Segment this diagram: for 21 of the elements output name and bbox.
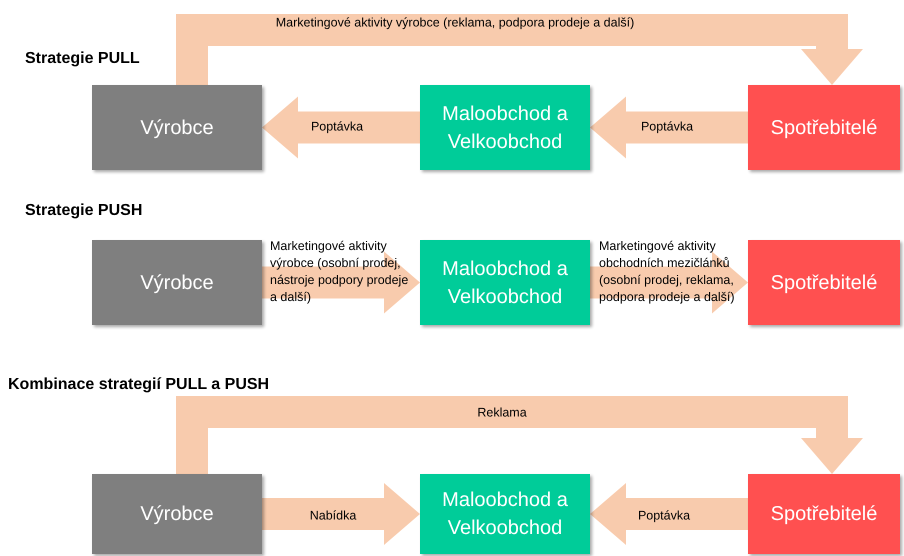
edge-label: Marketingové aktivity obchodních mezičlánků (osobní prodej, reklama, podpora prodeje a další) [599,238,736,306]
block-arrow [590,252,748,314]
block-arrow [262,96,420,158]
block-arrow [176,396,863,474]
block-arrow [590,483,748,545]
block-arrow [590,96,748,158]
entity-box: Maloobchod a Velkoobchod [420,240,590,325]
entity-box: Spotřebitelé [748,85,900,170]
entity-box: Výrobce [92,85,262,170]
block-arrow [176,14,863,85]
entity-box: Výrobce [92,240,262,325]
section-heading: Strategie PUSH [25,201,142,221]
block-arrow [262,252,420,314]
entity-box: Spotřebitelé [748,474,900,554]
section-heading: Kombinace strategií PULL a PUSH [8,375,270,395]
section-heading: Strategie PULL [25,49,140,69]
entity-box: Maloobchod a Velkoobchod [420,474,590,554]
entity-box: Spotřebitelé [748,240,900,325]
edge-label: Marketingové aktivity výrobce (osobní prodej, nástroje podpory prodeje a další) [270,238,410,306]
entity-box: Maloobchod a Velkoobchod [420,85,590,170]
entity-box: Výrobce [92,474,262,554]
